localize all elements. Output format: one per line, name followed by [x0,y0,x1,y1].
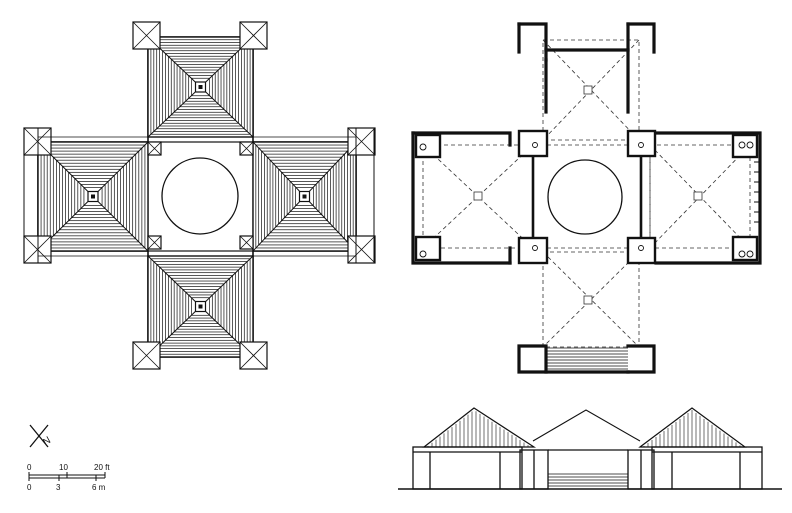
corner-pavilion [132,341,161,370]
floor-plan [411,22,762,374]
corner-pavilion [147,141,162,156]
roof-pyramid-south [147,255,254,358]
corner-pavilion [347,235,376,264]
scale-m-6: 6 m [92,483,106,492]
elevation-roof-hatching [427,410,741,447]
corner-pavilion [147,235,162,250]
corner-pavilion [239,141,254,156]
floor-courtyard-circle [547,159,623,235]
entry-steps [546,347,628,370]
elevation-steps [548,473,628,490]
scale-ft-10: 10 [59,463,68,472]
corner-pavilion [239,341,268,370]
north-label: N [41,435,54,449]
roof-pyramid-west [37,141,149,252]
scale-ft-0: 0 [27,463,32,472]
scale-ft-20: 20 ft [94,463,110,472]
elevation-view [398,407,782,490]
roof-pyramid-east [252,141,357,252]
scale-m-3: 3 [56,483,61,492]
porch-east [355,127,375,264]
corner-pavilion [239,235,254,250]
roof-plan [23,21,376,370]
corner-pavilions [23,21,376,370]
corner-pavilion [347,127,376,156]
roof-pyramid-north [147,36,254,138]
scale-bar: 0 10 20 ft 0 3 6 m [27,463,110,492]
courtyard-square [147,141,254,252]
corner-pavilion [239,21,268,50]
courtyard-pool-circle [161,157,239,235]
porch-west [23,127,39,264]
corner-pavilion [132,21,161,50]
north-arrow-icon: N [29,424,54,449]
scale-m-0: 0 [27,483,32,492]
